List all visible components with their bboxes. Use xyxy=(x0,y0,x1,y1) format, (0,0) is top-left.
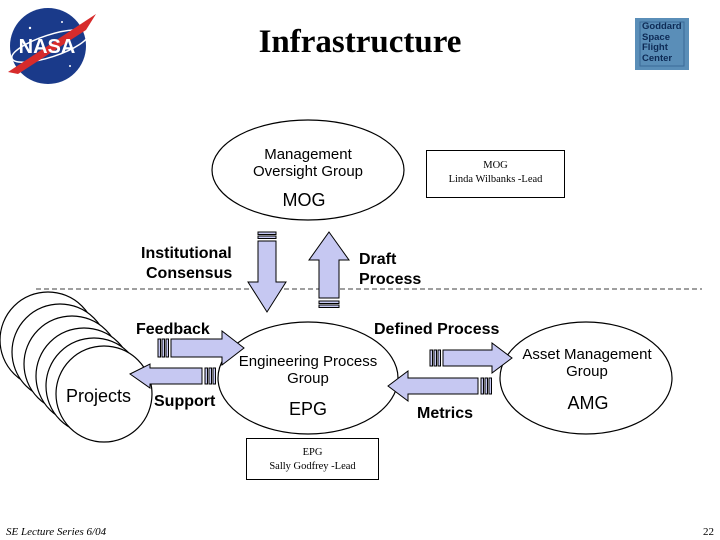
right-arrow-feedback xyxy=(157,329,245,367)
projects-stack xyxy=(0,291,153,443)
institutional-consensus-label: Institutional Consensus xyxy=(141,245,233,282)
gsfc-logo-icon xyxy=(635,18,689,70)
mog-lead-box: MOG Linda Wilbanks -Lead xyxy=(426,150,565,198)
draft-process-label: Draft Process xyxy=(359,251,422,288)
page-title: Infrastructure xyxy=(258,24,462,60)
page-number: 22 xyxy=(703,526,714,538)
amg-abbr: AMG xyxy=(567,393,609,413)
up-arrow-draft xyxy=(308,231,350,308)
projects-label: Projects xyxy=(66,386,132,406)
defined-process-label: Defined Process xyxy=(374,321,500,338)
metrics-label: Metrics xyxy=(417,405,474,422)
left-arrow-metrics xyxy=(387,370,492,402)
support-label: Support xyxy=(154,393,216,410)
nasa-logo-text: NASA xyxy=(19,36,76,58)
gsfc-logo-text: Goddard Space Flight Center xyxy=(642,21,682,64)
mog-name: Management Oversight Group xyxy=(252,146,364,180)
amg-ellipse xyxy=(499,321,673,435)
feedback-label: Feedback xyxy=(136,321,210,338)
mog-ellipse xyxy=(211,119,405,221)
epg-name: Engineering Process Group xyxy=(238,353,378,387)
left-arrow-support xyxy=(129,363,216,389)
epg-abbr: EPG xyxy=(288,399,327,419)
amg-name: Asset Management Group xyxy=(522,346,652,380)
down-arrow-consensus xyxy=(247,231,287,313)
epg-lead-box: EPG Sally Godfrey -Lead xyxy=(246,438,379,480)
right-arrow-defined-process xyxy=(429,342,513,374)
footer-lecture-series: SE Lecture Series 6/04 xyxy=(6,526,107,538)
mog-abbr: MOG xyxy=(282,190,326,210)
nasa-logo-icon xyxy=(8,8,96,84)
